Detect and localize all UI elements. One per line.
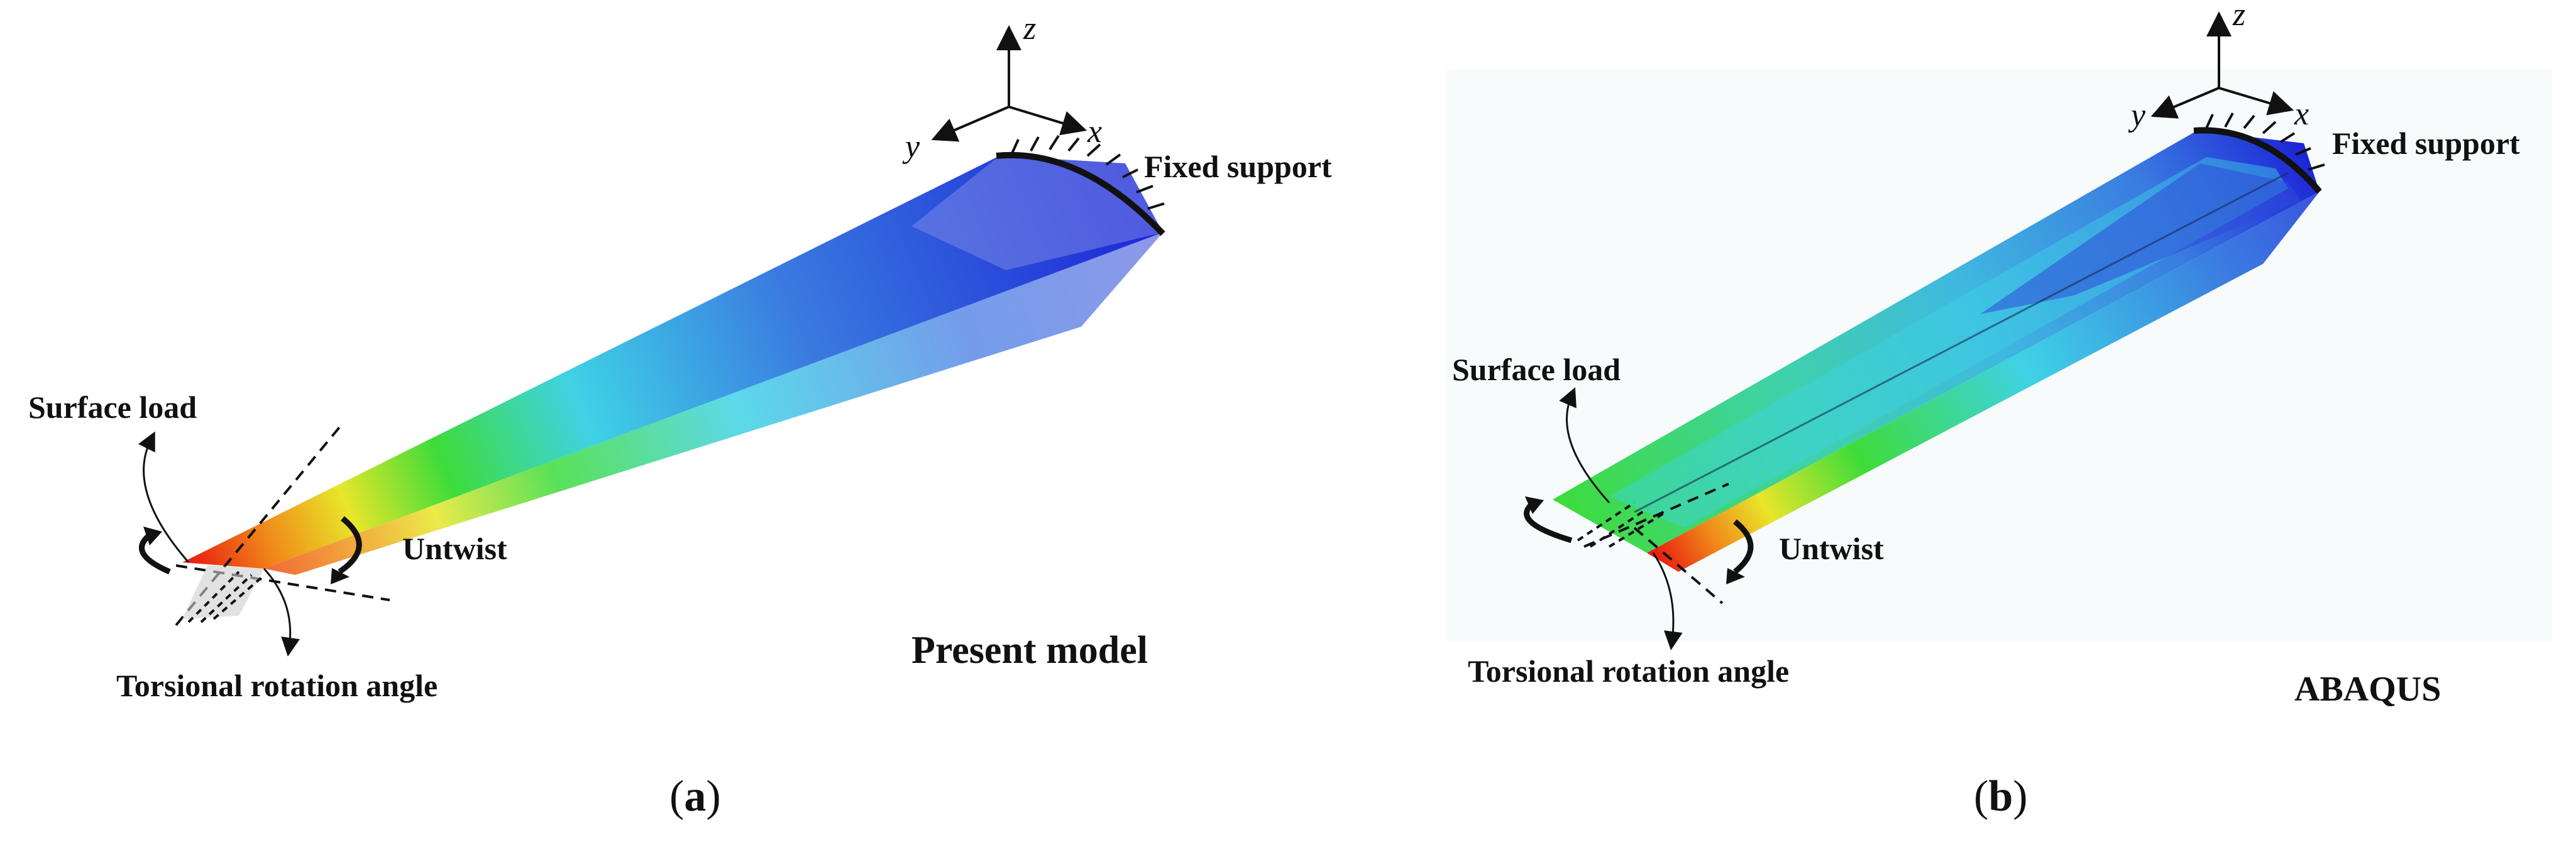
tip-dashed-lines-b xyxy=(1577,483,1729,604)
torsional-rotation-angle-label-a: Torsional rotation angle xyxy=(116,668,438,703)
untwist-label-a: Untwist xyxy=(402,531,507,566)
blade-midline-b xyxy=(1634,172,2289,513)
fixed-support-hatch-b xyxy=(2193,112,2325,194)
axis-label-z-b: z xyxy=(2232,0,2245,33)
axis-triad-a: z x y xyxy=(902,11,1102,165)
blade-upper-surface-a xyxy=(182,156,1163,569)
torsion-leader-b xyxy=(1652,552,1683,650)
surface-load-leader-b xyxy=(1559,387,1610,504)
surface-load-label-a: Surface load xyxy=(28,390,197,425)
axis-label-x-a: x xyxy=(1087,114,1102,150)
surface-load-label-b: Surface load xyxy=(1452,352,1621,387)
rotation-arrow-left-a xyxy=(139,532,171,575)
panel-title-b: ABAQUS xyxy=(2294,670,2441,709)
panel-title-a: Present model xyxy=(911,629,1148,672)
blade-lower-surface-a xyxy=(264,232,1163,575)
untwist-label-b: Untwist xyxy=(1779,531,1884,566)
panel-caption-a: (a) xyxy=(669,772,721,821)
rotation-arrow-left-b xyxy=(1524,500,1573,544)
torsional-rotation-angle-label-b: Torsional rotation angle xyxy=(1468,653,1789,689)
torsion-leader-a xyxy=(263,567,300,657)
blade-contour-band-dark-b xyxy=(1980,163,2301,314)
fixed-support-label-a: Fixed support xyxy=(1144,149,1332,184)
panel-caption-b: (b) xyxy=(1974,772,2028,821)
tip-dashed-lines-a xyxy=(175,426,390,626)
fixed-support-label-b: Fixed support xyxy=(2332,126,2520,161)
axis-label-y-b: y xyxy=(2128,97,2146,133)
untwist-arrow-a xyxy=(338,516,362,574)
axis-label-x-b: x xyxy=(2294,96,2309,132)
axis-triad-b: z x y xyxy=(2128,0,2309,133)
fixed-support-hatch-a xyxy=(996,134,1165,236)
axis-label-z-a: z xyxy=(1023,11,1036,46)
panel-b: z x y Fixed support Surface load Untwist… xyxy=(1446,0,2552,821)
panel-a: z x y Fixed support Surface load Untwist… xyxy=(28,11,1332,821)
axis-label-y-a: y xyxy=(902,129,920,165)
untwist-arrow-b xyxy=(1733,519,1754,574)
blade-lower-surface-b xyxy=(1647,192,2320,572)
surface-load-leader-a xyxy=(138,431,190,563)
